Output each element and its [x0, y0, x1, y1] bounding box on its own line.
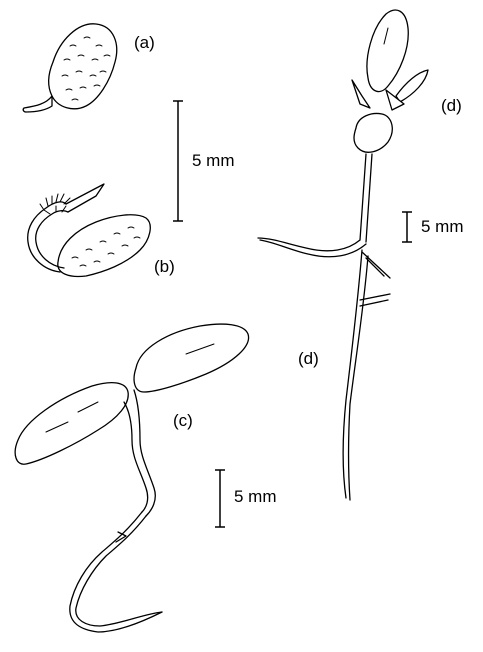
scale-label-bottom: 5 mm: [234, 488, 277, 505]
seed-b: [28, 184, 151, 276]
seedling-d: [258, 10, 428, 500]
label-b: (b): [154, 258, 175, 275]
label-c: (c): [173, 412, 193, 429]
scale-bar-right: [402, 212, 412, 242]
label-d-top: (d): [441, 97, 462, 114]
seedling-c: [15, 324, 248, 632]
scale-label-top: 5 mm: [192, 152, 235, 169]
label-a: (a): [134, 34, 155, 51]
label-d-mid: (d): [298, 350, 319, 367]
seed-a: [23, 24, 117, 112]
scale-bar-bottom: [215, 470, 225, 527]
scale-bar-top: [173, 101, 183, 221]
scale-label-right: 5 mm: [421, 218, 464, 235]
